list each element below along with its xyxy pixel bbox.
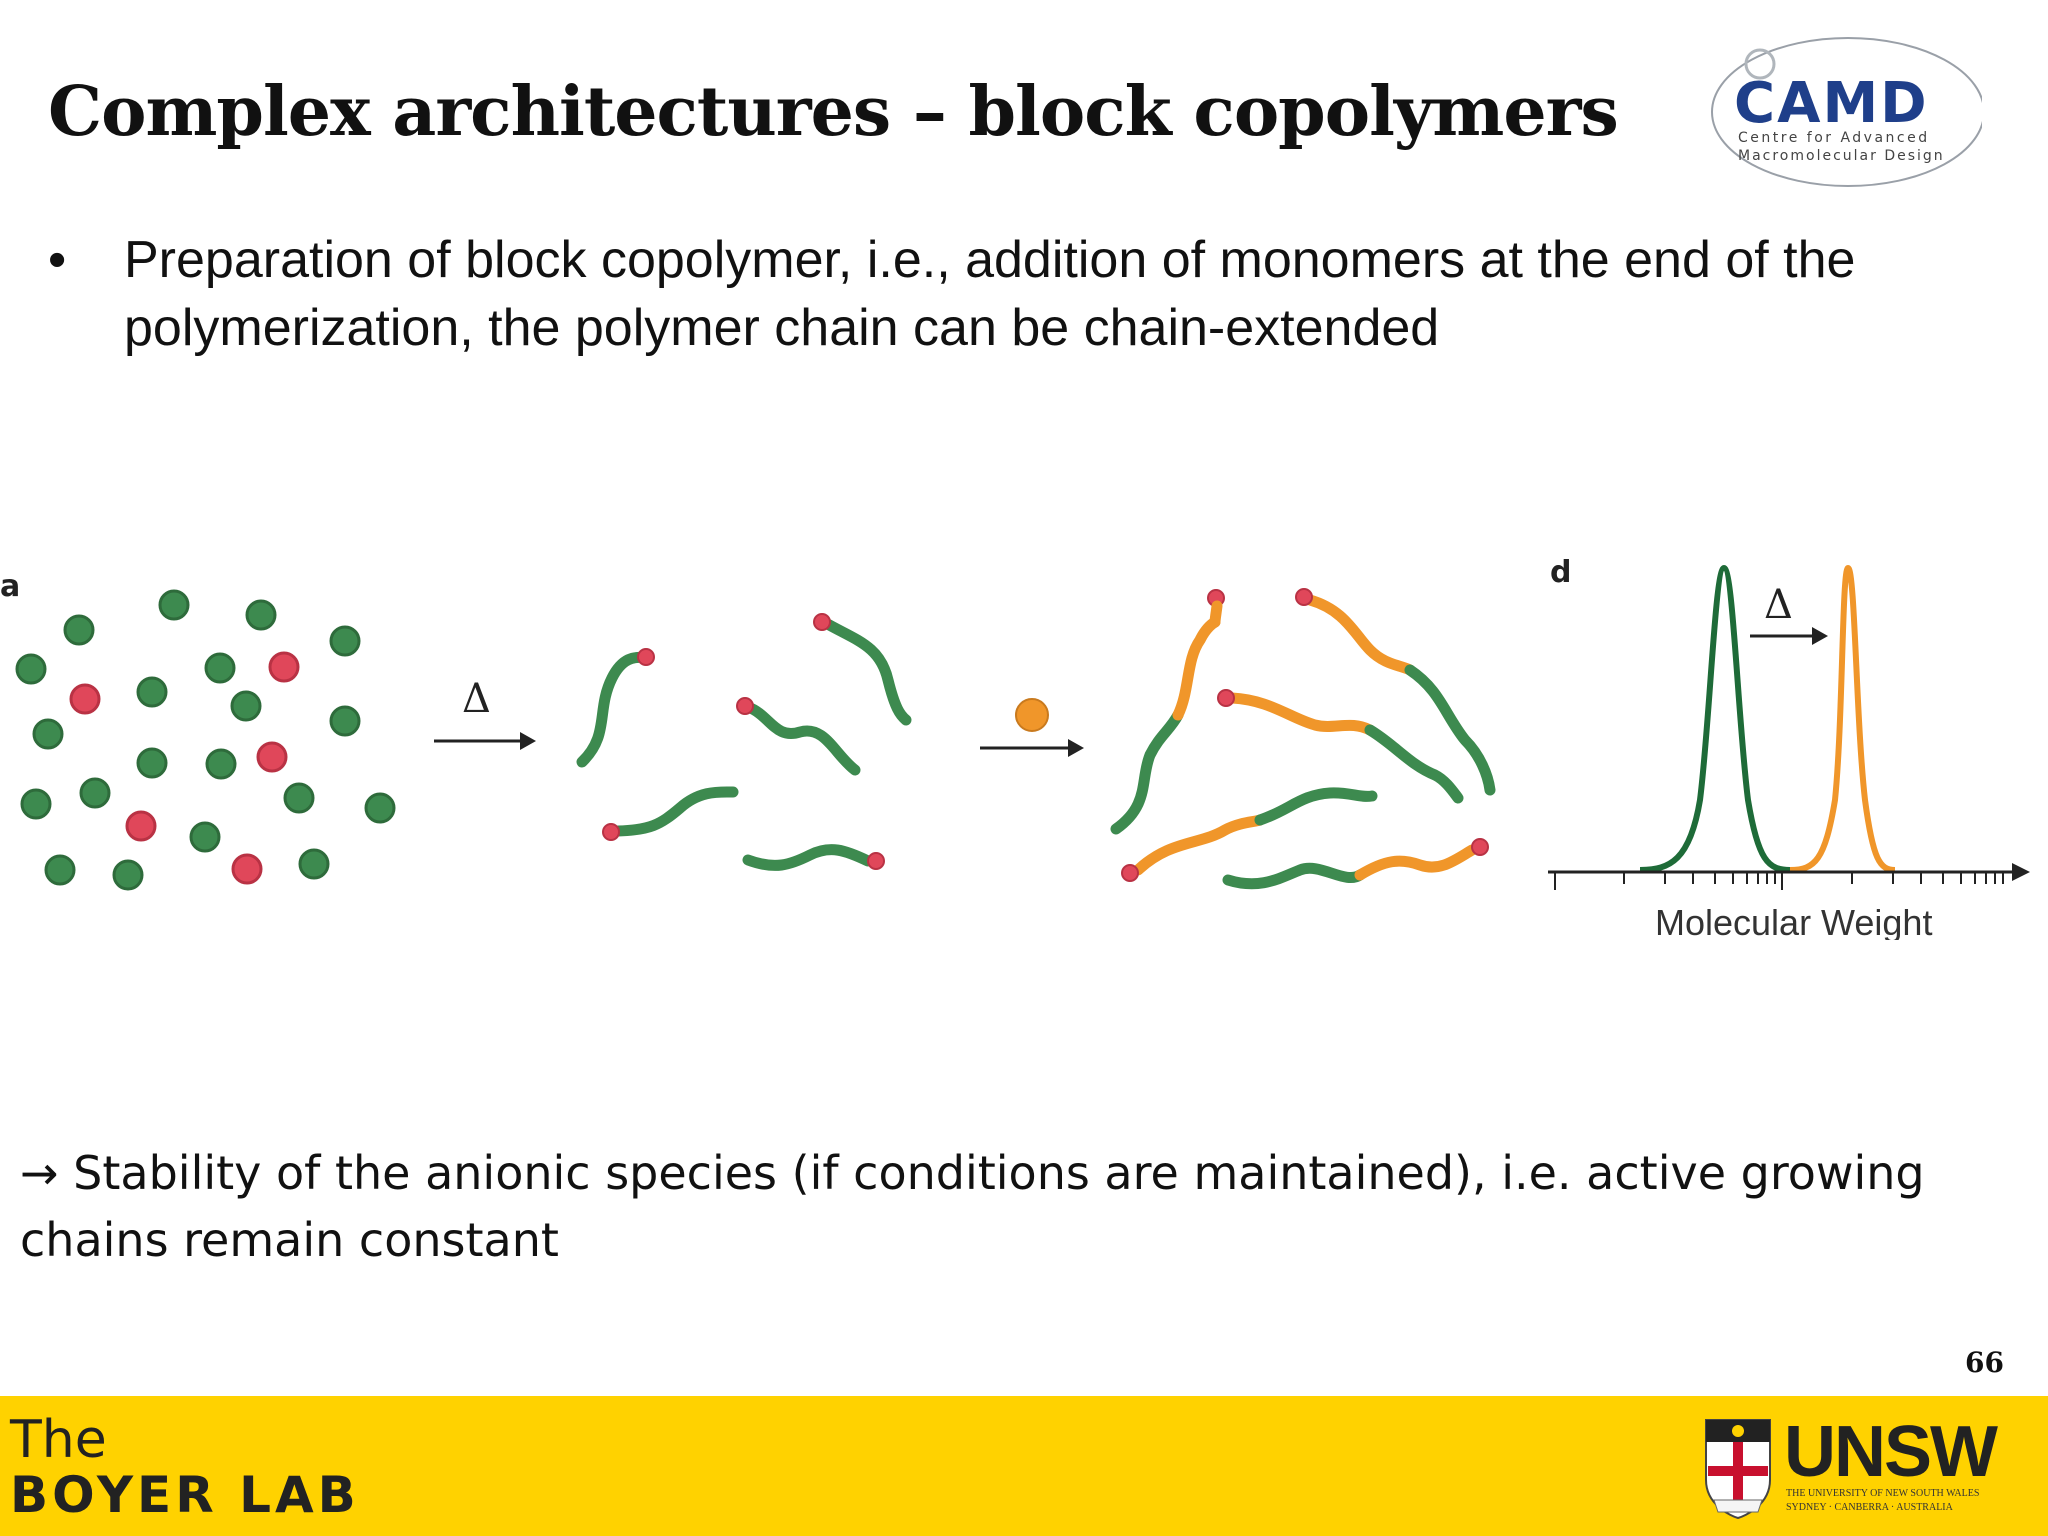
lab-name-line2: BOYER LAB xyxy=(10,1466,360,1524)
living-chain xyxy=(742,701,861,776)
monomer-dot xyxy=(364,792,396,824)
monomer-dot xyxy=(245,599,277,631)
stability-note: → Stability of the anionic species (if c… xyxy=(20,1146,1925,1267)
block-copolymer-chains xyxy=(1110,588,1496,890)
bullet-marker: • xyxy=(48,231,67,289)
monomer-dot xyxy=(44,854,76,886)
green-block xyxy=(1364,724,1464,804)
orange-block xyxy=(1172,616,1221,721)
orange-block xyxy=(1354,844,1478,881)
mw-axis-label: Molecular Weight xyxy=(1655,902,1932,940)
initiator-dot xyxy=(268,651,300,683)
chain-end xyxy=(637,648,655,666)
chain-end xyxy=(1217,689,1235,707)
initiator-dots xyxy=(69,651,300,885)
monomer-dot xyxy=(189,821,221,853)
block-copolymer-figure: a Δ xyxy=(0,555,2030,940)
monomer-dot xyxy=(329,705,361,737)
green-block xyxy=(1404,664,1496,796)
living-chain xyxy=(742,844,874,871)
extended-distribution-curve xyxy=(1789,564,1896,873)
unsw-logo: UNSW THE UNIVERSITY OF NEW SOUTH WALES S… xyxy=(1705,1412,2000,1520)
initiator-dot xyxy=(125,810,157,842)
green-block xyxy=(1110,709,1184,835)
monomer-dot xyxy=(329,625,361,657)
monomer-dot xyxy=(230,690,262,722)
chain-end xyxy=(736,697,754,715)
monomer-dots xyxy=(15,589,396,891)
camd-logo-name: CAMD xyxy=(1734,71,1929,136)
monomer-dot xyxy=(298,848,330,880)
orange-block xyxy=(1132,814,1266,876)
chain-end xyxy=(602,823,620,841)
monomer-dot xyxy=(136,676,168,708)
chain-end xyxy=(813,613,831,631)
page-number: 66 xyxy=(1965,1346,2004,1379)
monomer-dot xyxy=(204,652,236,684)
living-chain xyxy=(612,786,739,837)
monomer-dot xyxy=(32,718,64,750)
lab-name-line1: The xyxy=(10,1410,107,1470)
camd-logo-line1: Centre for Advanced xyxy=(1738,130,1930,146)
chain-end xyxy=(1121,864,1139,882)
monomer-dot xyxy=(112,859,144,891)
mw-distribution-plot: Δ Molecular Weight xyxy=(1548,564,2030,940)
green-block xyxy=(1254,787,1378,826)
camd-logo: CAMD Centre for Advanced Macromolecular … xyxy=(1711,37,1982,187)
panel-a-label: a xyxy=(0,569,20,604)
orange-block xyxy=(1226,692,1376,736)
monomer-dot xyxy=(79,777,111,809)
monomer-dot xyxy=(158,589,190,621)
monomer-dot xyxy=(205,748,237,780)
bullet-text: Preparation of block copolymer, i.e., ad… xyxy=(124,231,1856,357)
second-monomer-dot xyxy=(1015,698,1049,732)
reaction-arrow-1: Δ xyxy=(434,676,536,750)
camd-logo-crescent xyxy=(1744,48,1776,80)
monomer-dot xyxy=(63,614,95,646)
orange-block xyxy=(1209,600,1223,628)
unsw-subtitle-1: THE UNIVERSITY OF NEW SOUTH WALES xyxy=(1786,1488,1979,1499)
orange-block xyxy=(1304,594,1416,676)
unsw-wordmark: UNSW xyxy=(1784,1412,1998,1492)
unsw-subtitle-2: SYDNEY · CANBERRA · AUSTRALIA xyxy=(1786,1502,1954,1513)
camd-logo-line2: Macromolecular Design xyxy=(1738,148,1945,164)
camd-logo-ring xyxy=(1711,37,1982,187)
living-chain xyxy=(576,651,652,768)
chain-end xyxy=(1295,588,1313,606)
monomer-dot xyxy=(20,788,52,820)
chain-end xyxy=(867,852,885,870)
initiator-dot xyxy=(231,853,263,885)
footer-bar: The BOYER LAB UNSW THE UNIVERSITY OF NEW… xyxy=(0,1396,2048,1536)
heat-symbol: Δ xyxy=(462,676,491,722)
unsw-crest-icon xyxy=(1705,1419,1771,1520)
monomer-dot xyxy=(283,782,315,814)
living-chains xyxy=(576,613,912,871)
slide-title: Complex architectures – block copolymers xyxy=(48,72,1619,152)
mw-axis-ticks xyxy=(1554,872,2004,890)
reaction-arrow-2 xyxy=(980,698,1084,757)
monomer-dot xyxy=(136,747,168,779)
monomer-dot xyxy=(15,653,47,685)
initiator-dot xyxy=(69,683,101,715)
living-chain xyxy=(818,616,912,726)
heat-symbol: Δ xyxy=(1764,582,1793,628)
chain-end xyxy=(1471,838,1489,856)
initial-distribution-curve xyxy=(1639,564,1791,873)
green-block xyxy=(1222,862,1366,890)
panel-d-label: d xyxy=(1550,555,1571,590)
initiator-dot xyxy=(256,741,288,773)
